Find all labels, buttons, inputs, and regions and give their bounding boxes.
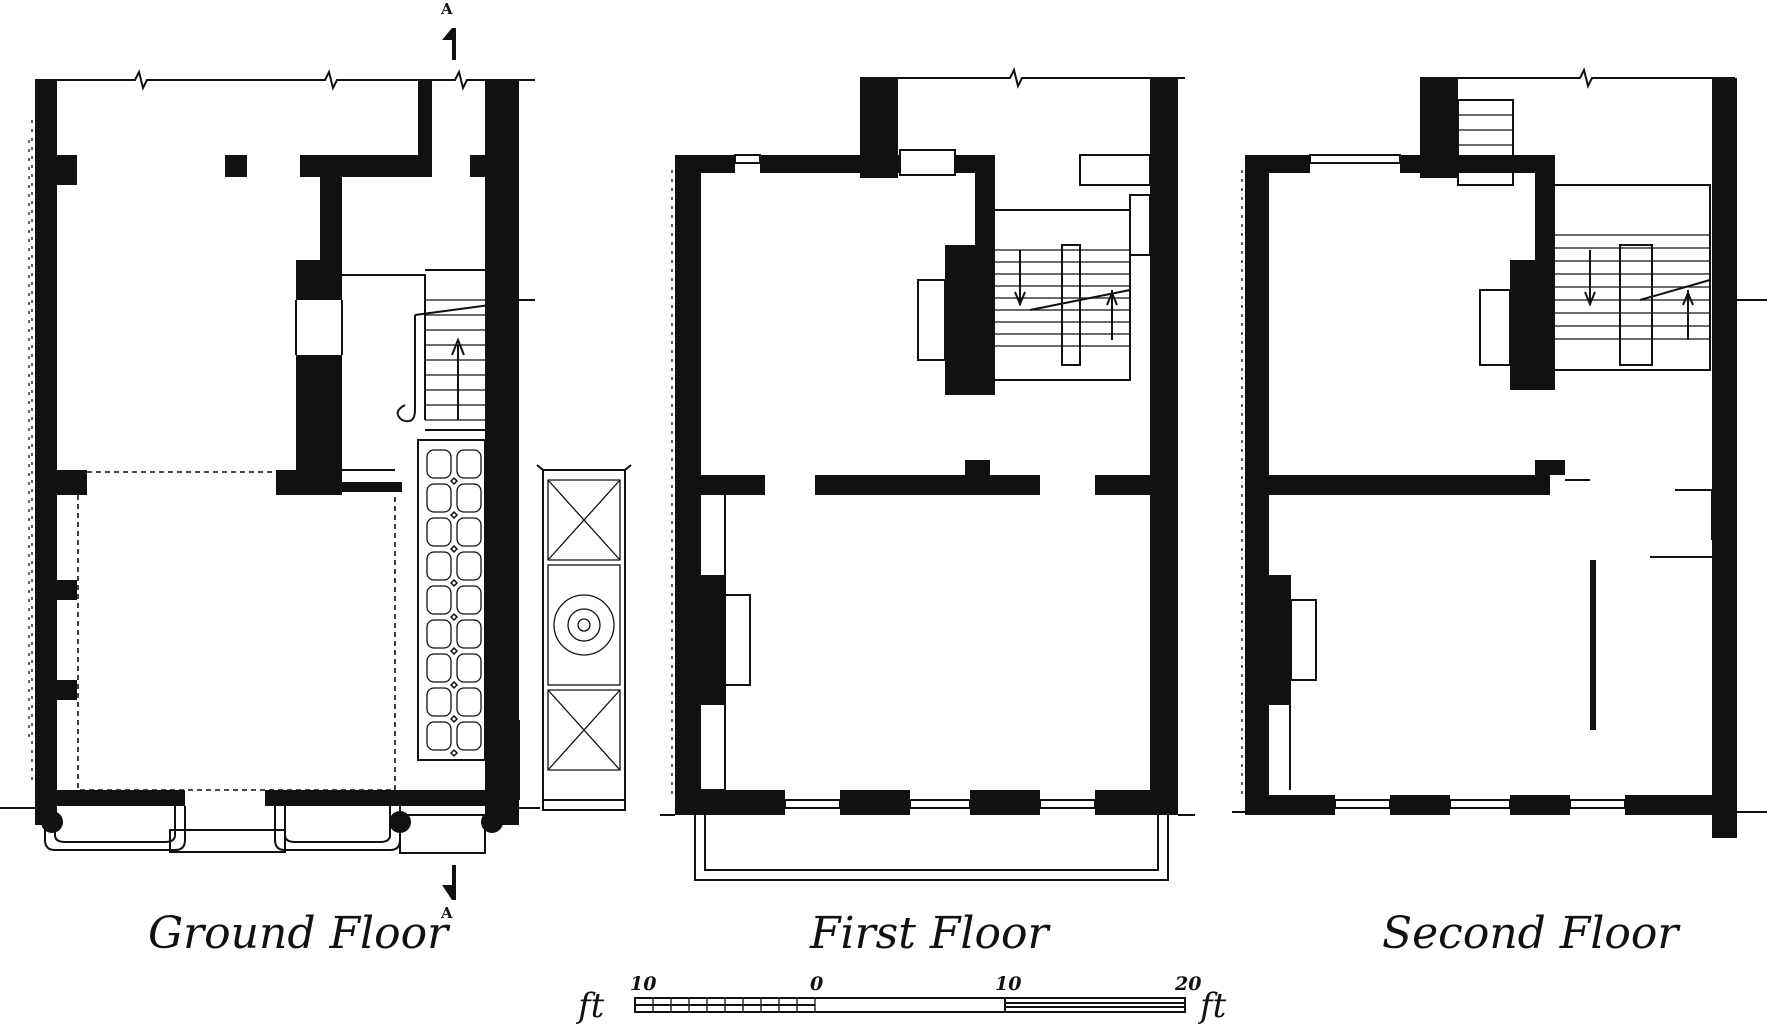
second-floor-title: Second Floor: [1382, 908, 1681, 959]
ceiling-plan-detail: [536, 464, 632, 811]
section-marker-top: A: [440, 0, 453, 18]
floor-tile: [456, 653, 482, 683]
scale-unit-left: ft: [575, 986, 605, 1026]
floor-tile: [426, 483, 452, 513]
tile-diamond: [450, 681, 458, 689]
tile-diamond: [450, 477, 458, 485]
floor-tile: [426, 619, 452, 649]
tile-diamond: [450, 545, 458, 553]
scale-tick-20: 20: [1174, 973, 1201, 995]
first-floor-plan: First Floor: [660, 67, 1195, 959]
section-marker-bottom: A: [440, 904, 453, 922]
floor-tile: [456, 687, 482, 717]
second-floor-plan: Second Floor: [1232, 67, 1767, 959]
scale-bar: 10 0 10 20 ft ft: [575, 973, 1227, 1026]
ground-floor-title: Ground Floor: [148, 908, 451, 959]
tile-diamond: [450, 579, 458, 587]
floor-tile: [426, 449, 452, 479]
tile-diamond: [450, 715, 458, 723]
floor-tile: [456, 449, 482, 479]
floor-tile: [426, 551, 452, 581]
floor-tile: [456, 517, 482, 547]
tile-diamond: [450, 647, 458, 655]
floor-tile: [456, 551, 482, 581]
floor-tile: [426, 687, 452, 717]
entrance-tiles: [426, 449, 482, 757]
floor-tile: [456, 585, 482, 615]
floor-tile: [456, 619, 482, 649]
floor-tile: [426, 517, 452, 547]
ground-floor-plan: A A Ground Floor: [0, 0, 540, 959]
floor-tile: [426, 653, 452, 683]
floor-tile: [456, 721, 482, 751]
floor-tile: [426, 721, 452, 751]
scale-unit-right: ft: [1197, 986, 1227, 1026]
floor-tile: [426, 585, 452, 615]
scale-tick-10-right: 10: [995, 973, 1021, 995]
scale-tick-0: 0: [810, 973, 823, 995]
tile-diamond: [450, 613, 458, 621]
floor-tile: [456, 483, 482, 513]
scale-tick-10-left: 10: [630, 973, 656, 995]
first-floor-title: First Floor: [809, 908, 1051, 959]
tile-diamond: [450, 749, 458, 757]
tile-diamond: [450, 511, 458, 519]
